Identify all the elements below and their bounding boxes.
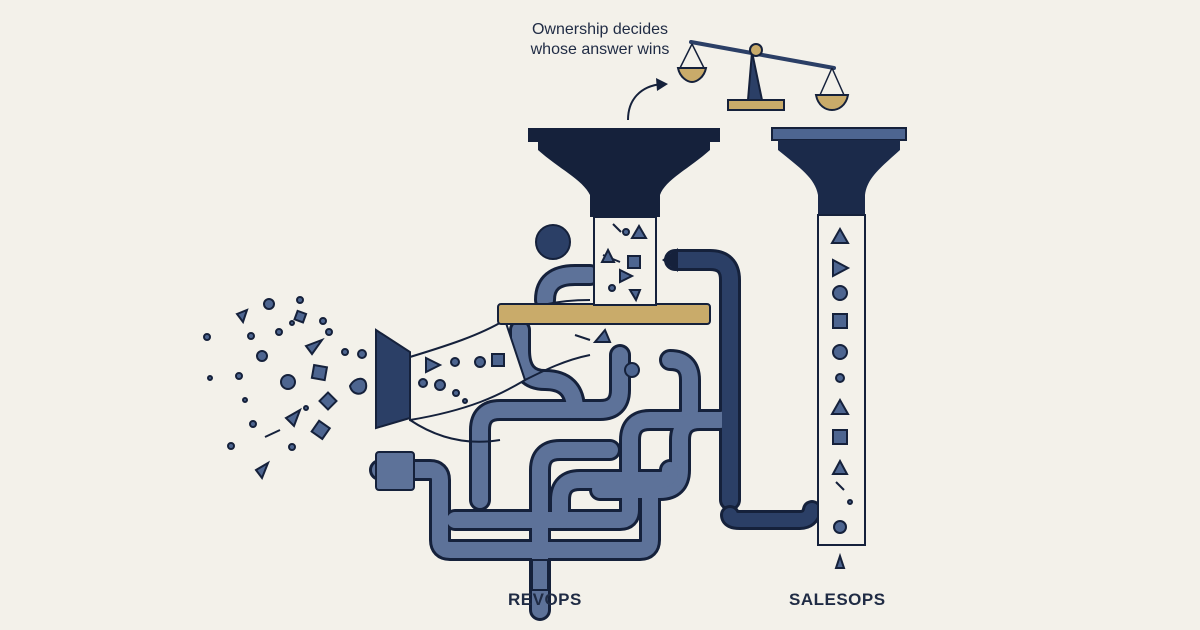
scattered-data-items bbox=[203, 296, 368, 481]
balance-scale-icon bbox=[676, 40, 850, 112]
revops-drain bbox=[531, 559, 549, 591]
valve-box bbox=[375, 451, 415, 491]
ownership-caption: Ownership decides whose answer wins bbox=[470, 20, 730, 60]
salesops-funnel-icon bbox=[771, 127, 907, 546]
flow-items bbox=[418, 328, 640, 404]
salesops-label: SALESOPS bbox=[789, 590, 886, 609]
revops-tube-items bbox=[600, 223, 648, 303]
revops-funnel-icon bbox=[528, 128, 720, 306]
revops-pipe-network bbox=[369, 249, 822, 621]
return-arrow-icon bbox=[662, 248, 678, 272]
caption-line-1: Ownership decides bbox=[531, 21, 669, 38]
navy-ball bbox=[535, 224, 571, 260]
revops-label: REVOPS bbox=[508, 590, 582, 609]
salesops-items bbox=[830, 226, 853, 569]
gold-shelf bbox=[497, 303, 711, 325]
intake-horn bbox=[375, 299, 591, 443]
caption-line-2: whose answer wins bbox=[530, 41, 670, 58]
curved-arrow-icon bbox=[627, 78, 668, 121]
